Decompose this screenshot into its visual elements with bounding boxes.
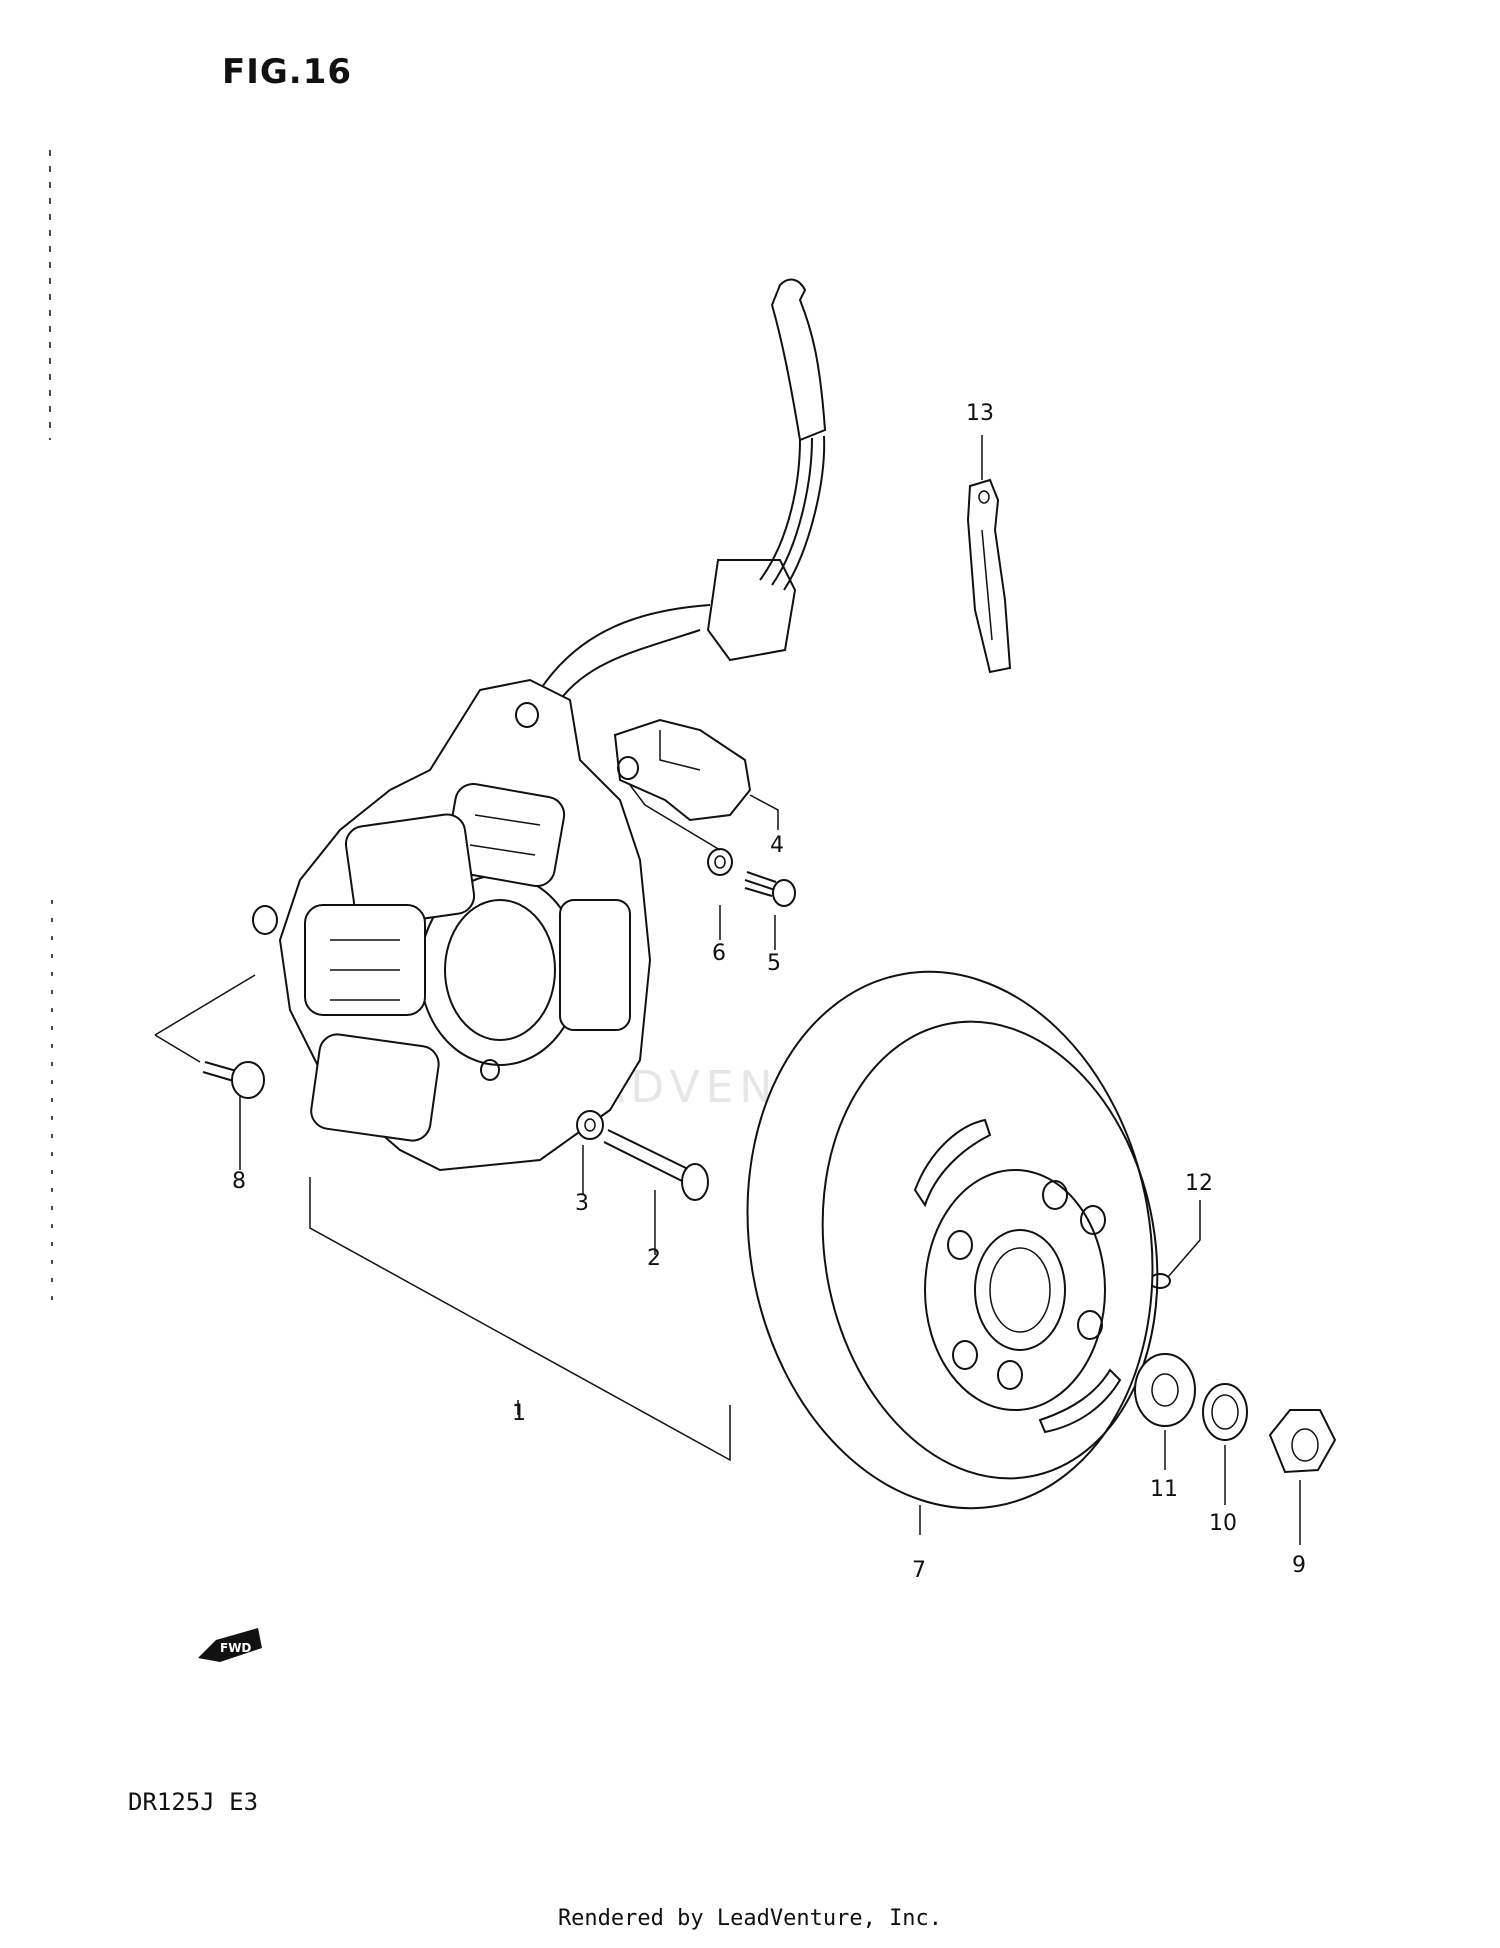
callout-4: 4: [770, 833, 784, 858]
render-credit: Rendered by LeadVenture, Inc.: [557, 1906, 943, 1931]
stator-assembly: [252, 678, 652, 1172]
small-hardware: [202, 848, 1171, 1289]
callout-11: 11: [1150, 1477, 1178, 1502]
leader-lines: [154, 435, 1301, 1545]
callout-12: 12: [1185, 1171, 1213, 1196]
callout-6: 6: [712, 941, 726, 966]
callout-8: 8: [232, 1169, 246, 1194]
callout-1: 1: [512, 1401, 526, 1426]
rotor-fasteners: [1134, 1353, 1337, 1474]
callout-3: 3: [575, 1191, 589, 1216]
forward-direction-indicator: FWD: [198, 1628, 262, 1662]
callout-labels: 1 2 3 4 5 6 7 8 9 10 11 12 13: [232, 401, 1306, 1583]
pickup-coil: [613, 718, 752, 822]
lead-clamp: [966, 478, 1012, 674]
callout-7: 7: [912, 1558, 926, 1583]
model-code: DR125J E3: [128, 1788, 259, 1816]
flywheel-rotor: [746, 970, 1159, 1510]
fwd-label: FWD: [220, 1641, 251, 1655]
wiring-harness: [539, 278, 827, 701]
figure-title: FIG.16: [222, 52, 353, 92]
callout-10: 10: [1209, 1511, 1237, 1536]
callout-9: 9: [1292, 1553, 1306, 1578]
left-edge-marks: [49, 150, 53, 1300]
callout-13: 13: [966, 401, 994, 426]
callout-2: 2: [647, 1246, 661, 1271]
callout-5: 5: [767, 951, 781, 976]
